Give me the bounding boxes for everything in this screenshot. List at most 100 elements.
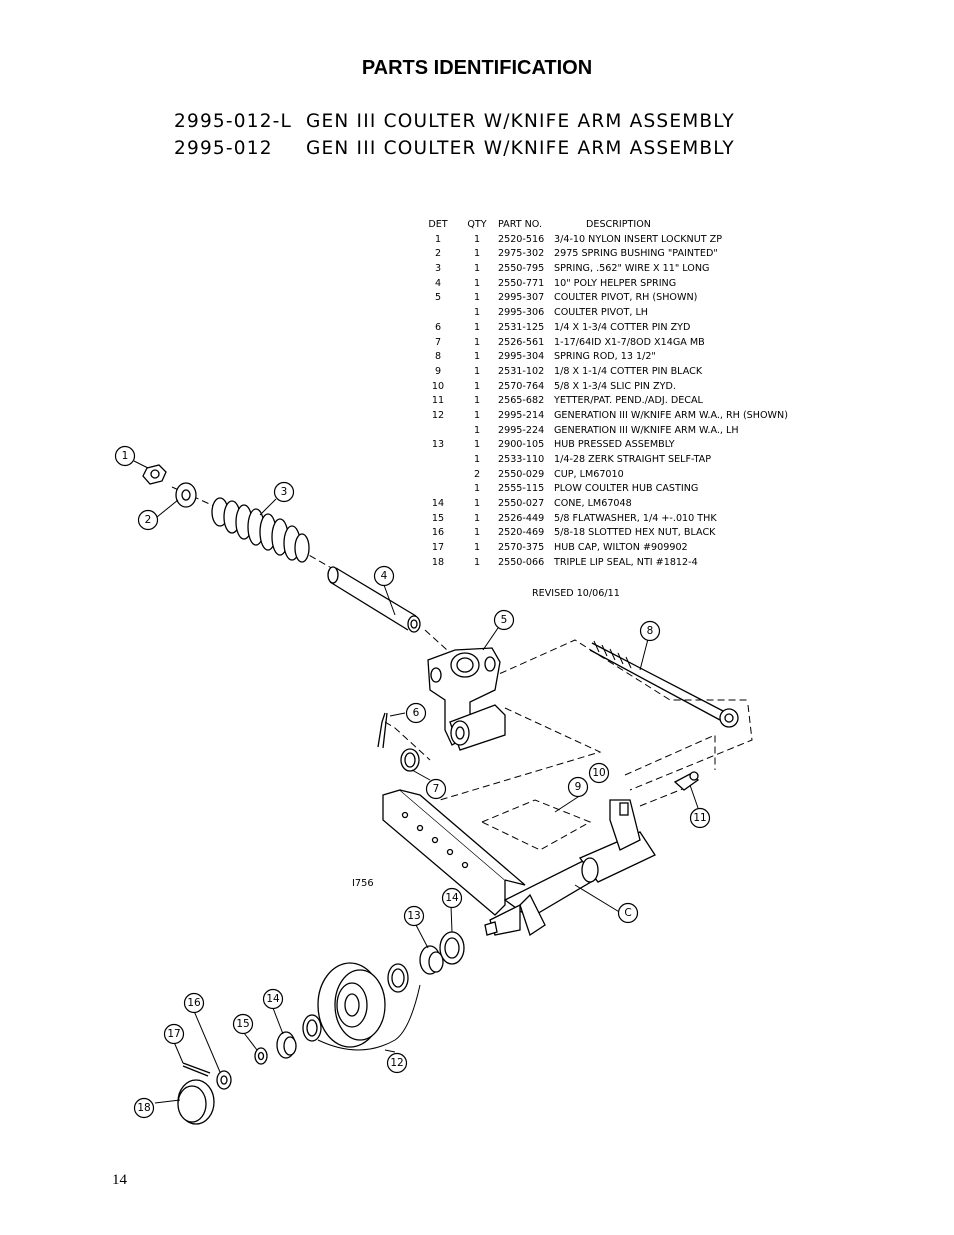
- callout-circle: [639, 620, 661, 642]
- cell-det: 5: [434, 292, 442, 304]
- cell-qty: 1: [473, 365, 481, 377]
- callout-17: 17: [163, 1023, 185, 1045]
- assembly-description: GEN III COULTER W/KNIFE ARM ASSEMBLY: [306, 111, 735, 132]
- helper-spring-part: [327, 566, 421, 633]
- cell-qty: 1: [473, 454, 481, 465]
- cell-qty: 1: [473, 248, 481, 260]
- callout-label: 6: [413, 707, 420, 719]
- cell-description: 3/4-10 NYLON INSERT LOCKNUT ZP: [554, 233, 723, 245]
- callout-1: 1: [114, 445, 136, 467]
- cell-description: 1-17/64ID X1-7/8OD X14GA MB: [554, 336, 705, 348]
- cell-part-no: 2526-449: [498, 512, 545, 524]
- coil-spring-part: [211, 497, 310, 563]
- cell-part-no: 2526-561: [498, 336, 545, 348]
- callout-18: 18: [133, 1097, 155, 1119]
- cell-qty: 1: [473, 556, 481, 568]
- callout-circle: [403, 905, 425, 927]
- cell-qty: 1: [473, 292, 481, 304]
- spring-bushing-part: [175, 482, 197, 508]
- callout-label: 12: [390, 1057, 403, 1069]
- cell-description: COULTER PIVOT, LH: [554, 307, 649, 319]
- locknut-part: [142, 464, 167, 485]
- cell-part-no: 2520-469: [498, 527, 545, 539]
- cell-qty: 1: [473, 527, 481, 539]
- callout-circle: [137, 509, 159, 531]
- cell-qty: 1: [473, 233, 481, 245]
- spring-rod-part: [589, 640, 739, 728]
- callout-2: 2: [137, 509, 159, 531]
- cell-description: YETTER/PAT. PEND./ADJ. DECAL: [554, 395, 703, 407]
- cell-det: 9: [434, 365, 442, 377]
- cell-description: 5/8-18 SLOTTED HEX NUT, BLACK: [554, 527, 716, 539]
- cell-qty: 1: [473, 277, 481, 289]
- callout-circle: [373, 565, 395, 587]
- callout-label: 7: [433, 783, 440, 795]
- header-det: DET: [428, 219, 448, 230]
- cell-description: 2975 SPRING BUSHING "PAINTED": [554, 248, 718, 260]
- cell-description: HUB CAP, WILTON #909902: [554, 542, 688, 554]
- cell-det: 11: [431, 395, 445, 407]
- assembly-number: 2995-012-L: [174, 111, 293, 132]
- cell-description: 5/8 X 1-3/4 SLIC PIN ZYD.: [554, 380, 676, 392]
- cell-description: CONE, LM67048: [554, 498, 632, 510]
- washer-part: [400, 748, 420, 772]
- cell-part-no: 2565-682: [498, 395, 545, 407]
- bearing-cup-lower-part: [302, 1014, 322, 1042]
- cell-det: 3: [434, 263, 442, 275]
- cell-part-no: 2570-764: [498, 380, 545, 392]
- assembly-line-left: 2995-012-L GEN III COULTER W/KNIFE ARM AS…: [174, 111, 735, 132]
- cell-det: 1: [434, 233, 442, 245]
- cell-description: TRIPLE LIP SEAL, NTI #1812-4: [554, 556, 698, 568]
- assembly-description: GEN III COULTER W/KNIFE ARM ASSEMBLY: [306, 138, 735, 159]
- callout-circle: [133, 1097, 155, 1119]
- callout-circle: [183, 992, 205, 1014]
- cell-description: GENERATION III W/KNIFE ARM W.A., RH (SHO…: [554, 409, 788, 421]
- cell-description: 5/8 FLATWASHER, 1/4 +-.010 THK: [554, 512, 717, 524]
- cell-part-no: 2995-224: [498, 424, 545, 436]
- callout-14: 14: [441, 887, 463, 909]
- callout-16: 16: [183, 992, 205, 1014]
- cell-det: 16: [431, 527, 445, 539]
- callout-circle: [262, 988, 284, 1010]
- callout-label: 3: [281, 486, 288, 498]
- callout-label: 14: [266, 993, 280, 1005]
- callout-12: 12: [386, 1052, 408, 1074]
- cell-part-no: 2995-214: [498, 409, 545, 421]
- cell-description: SPRING ROD, 13 1/2": [554, 351, 656, 363]
- hub-cap-part: [177, 1079, 215, 1125]
- cell-description: HUB PRESSED ASSEMBLY: [554, 439, 675, 451]
- callout-circle: [114, 445, 136, 467]
- callout-5: 5: [493, 609, 515, 631]
- callout-label: 14: [445, 892, 459, 904]
- cell-part-no: 2533-110: [498, 454, 545, 465]
- cell-description: CUP, LM67010: [554, 468, 624, 480]
- cell-part-no: 2550-066: [498, 556, 545, 568]
- cell-description: 1/4-28 ZERK STRAIGHT SELF-TAP: [554, 454, 712, 465]
- callout-label: 2: [145, 514, 152, 526]
- cell-description: 1/8 X 1-1/4 COTTER PIN BLACK: [554, 365, 703, 377]
- cell-qty: 1: [473, 542, 481, 554]
- cell-qty: 1: [473, 439, 481, 451]
- cell-qty: 1: [473, 307, 481, 319]
- callout-14: 14: [262, 988, 284, 1010]
- cell-part-no: 2995-307: [498, 292, 545, 304]
- callout-8: 8: [639, 620, 661, 642]
- cell-part-no: 2520-516: [498, 233, 545, 245]
- cell-qty: 1: [473, 351, 481, 363]
- cell-part-no: 2570-375: [498, 542, 545, 554]
- flatwasher-part: [254, 1047, 268, 1065]
- callout-label: 4: [381, 570, 388, 582]
- callout-circle: [689, 807, 711, 829]
- cell-part-no: 2555-115: [498, 483, 545, 495]
- callout-circle: [386, 1052, 408, 1074]
- cell-det: 10: [431, 380, 445, 392]
- callout-label: 8: [647, 625, 654, 637]
- lip-seal-part: [439, 931, 465, 965]
- revised-date: REVISED 10/06/11: [532, 588, 620, 599]
- cotter-pin-small-part: [182, 1062, 211, 1077]
- cotter-pin-part: [377, 712, 388, 749]
- callout-circle: [163, 1023, 185, 1045]
- cell-det: 2: [434, 248, 442, 260]
